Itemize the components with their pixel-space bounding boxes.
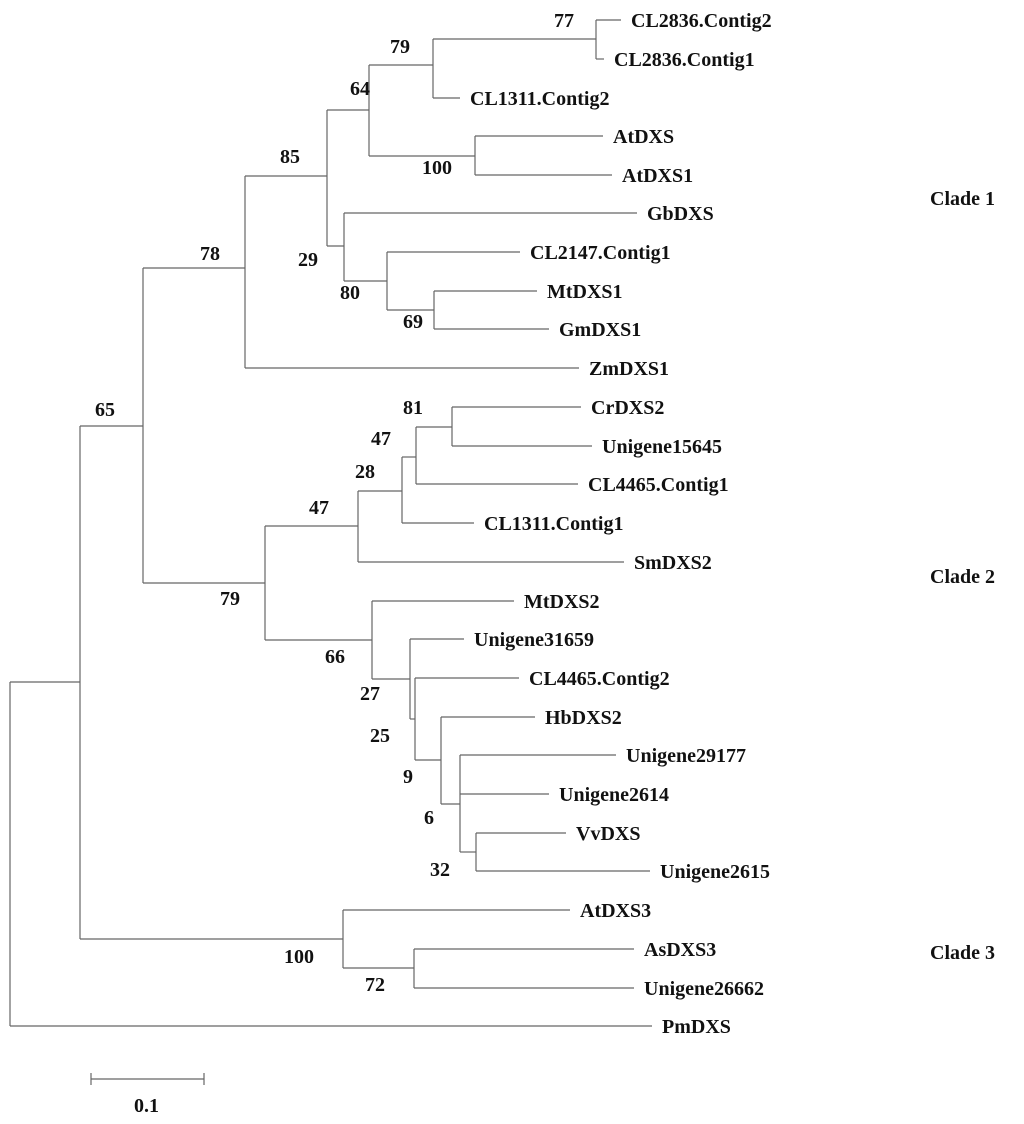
leaf-label: GmDXS1 bbox=[559, 319, 641, 341]
leaf-label: GbDXS bbox=[647, 203, 714, 225]
support-value: 72 bbox=[365, 974, 385, 996]
leaf-label: Unigene26662 bbox=[644, 978, 764, 1000]
support-value: 81 bbox=[403, 397, 423, 419]
leaf-label: CL4465.Contig1 bbox=[588, 474, 729, 496]
support-value: 79 bbox=[390, 36, 410, 58]
support-value: 28 bbox=[355, 461, 375, 483]
support-value: 9 bbox=[403, 766, 413, 788]
leaf-label: CL4465.Contig2 bbox=[529, 668, 670, 690]
leaf-label: ZmDXS1 bbox=[589, 358, 669, 380]
leaf-label: AtDXS3 bbox=[580, 900, 651, 922]
leaf-label: CrDXS2 bbox=[591, 397, 664, 419]
support-value: 25 bbox=[370, 725, 390, 747]
leaf-label: AtDXS1 bbox=[622, 165, 693, 187]
leaf-label: Unigene2614 bbox=[559, 784, 669, 806]
leaf-label: AsDXS3 bbox=[644, 939, 716, 961]
clade-2-label: Clade 2 bbox=[930, 566, 995, 588]
support-value: 77 bbox=[554, 10, 574, 32]
support-value: 6 bbox=[424, 807, 434, 829]
support-value: 100 bbox=[422, 157, 452, 179]
leaf-label: AtDXS bbox=[613, 126, 674, 148]
support-value: 32 bbox=[430, 859, 450, 881]
support-labels: 77 79 64 100 85 78 29 80 69 65 81 47 28 47 79 66 27 25 96 3… bbox=[95, 10, 574, 996]
leaf-label: MtDXS2 bbox=[524, 591, 600, 613]
leaf-label: CL1311.Contig1 bbox=[484, 513, 623, 535]
support-value: 78 bbox=[200, 243, 220, 265]
leaf-label: CL1311.Contig2 bbox=[470, 88, 609, 110]
support-value: 47 bbox=[309, 497, 329, 519]
support-value: 69 bbox=[403, 311, 423, 333]
leaf-label: HbDXS2 bbox=[545, 707, 622, 729]
support-value: 47 bbox=[371, 428, 391, 450]
clade-3-label: Clade 3 bbox=[930, 942, 995, 964]
leaf-label: Unigene2615 bbox=[660, 861, 770, 883]
scale-bar-label: 0.1 bbox=[134, 1095, 159, 1117]
leaf-label: PmDXS bbox=[662, 1016, 731, 1038]
support-value: 80 bbox=[340, 282, 360, 304]
support-value: 65 bbox=[95, 399, 115, 421]
support-value: 64 bbox=[350, 78, 370, 100]
support-value: 29 bbox=[298, 249, 318, 271]
support-value: 27 bbox=[360, 683, 380, 705]
tree-branches bbox=[9, 19, 652, 1027]
clade-1-label: Clade 1 bbox=[930, 188, 995, 210]
leaf-label: SmDXS2 bbox=[634, 552, 712, 574]
support-value: 85 bbox=[280, 146, 300, 168]
leaf-label: Unigene15645 bbox=[602, 436, 722, 458]
leaf-label: VvDXS bbox=[576, 823, 640, 845]
leaf-labels: CL2836.Contig2CL2836.Contig1CL1311.Conti… bbox=[470, 10, 772, 1038]
scale-bar: 0.1 bbox=[90, 1073, 205, 1117]
leaf-label: Unigene31659 bbox=[474, 629, 594, 651]
support-value: 100 bbox=[284, 946, 314, 968]
support-value: 66 bbox=[325, 646, 345, 668]
support-value: 79 bbox=[220, 588, 240, 610]
leaf-label: CL2147.Contig1 bbox=[530, 242, 671, 264]
leaf-label: CL2836.Contig2 bbox=[631, 10, 772, 32]
leaf-label: CL2836.Contig1 bbox=[614, 49, 755, 71]
clade-labels: Clade 1 Clade 2 Clade 3 bbox=[930, 188, 995, 964]
leaf-label: Unigene29177 bbox=[626, 745, 746, 767]
leaf-label: MtDXS1 bbox=[547, 281, 623, 303]
